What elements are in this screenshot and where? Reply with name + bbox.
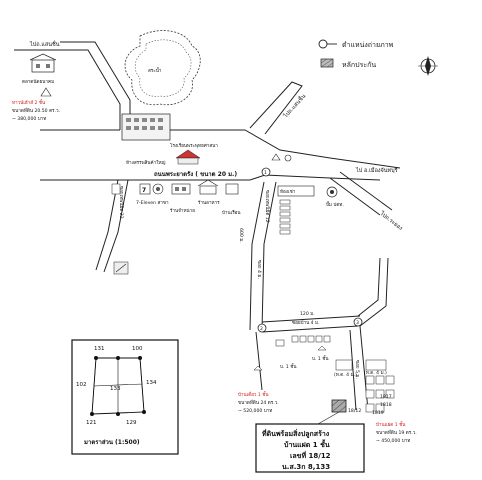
svg-text:ปั๊ม ปตท.: ปั๊ม ปตท.: [326, 201, 344, 208]
svg-text:1819: 1819: [372, 410, 384, 416]
svg-text:โรงเรียนพระพุทธศาสนา: โรงเรียนพระพุทธศาสนา: [170, 142, 218, 149]
main-road-label: ถนนพระยาตรัง ( ขนาด 20 ม.): [154, 170, 237, 178]
svg-text:ร้านจำหน่าย: ร้านจำหน่าย: [170, 208, 195, 214]
svg-text:1817: 1817: [380, 394, 392, 400]
svg-text:100: 100: [132, 346, 143, 352]
photo-point-2: 2: [257, 323, 267, 333]
svg-text:1: 1: [264, 170, 267, 176]
svg-text:~ 380,000 บาท: ~ 380,000 บาท: [12, 116, 46, 122]
comparable-right: บ้านแฝด 1 ชั้น ขนาดที่ดิน 19 ตร.ว. ~ 450…: [376, 421, 417, 444]
svg-text:~ 520,000 บาท: ~ 520,000 บาท: [238, 408, 272, 414]
svg-text:เลขที่ 18/12: เลขที่ 18/12: [290, 450, 331, 460]
svg-text:ทาวน์เฮ้าส์ 2 ชั้น: ทาวน์เฮ้าส์ 2 ชั้น: [12, 99, 46, 106]
flag-icon: [113, 261, 129, 275]
camera-icon: [318, 39, 328, 49]
warning-icon: [40, 87, 52, 97]
north-arrow-icon: [418, 56, 438, 76]
svg-text:7: 7: [142, 187, 146, 194]
legend-camera-label: ตำแหน่งถ่ายภาพ: [342, 41, 394, 49]
house-icon-right: บ. 1 ชั้น: [312, 345, 329, 362]
svg-text:18/12: 18/12: [348, 408, 361, 414]
svg-text:102: 102: [76, 382, 87, 388]
svg-text:134: 134: [146, 380, 157, 386]
legend-boundary-label: หลักประกัน: [342, 61, 376, 69]
svg-text:3: 3: [356, 320, 359, 326]
svg-text:น.ส.3ก 8,133: น.ส.3ก 8,133: [282, 463, 330, 471]
comparable-left-tag: ตลาดนัดธนาคม: [22, 78, 54, 85]
svg-text:บ. 1 ชั้น: บ. 1 ชั้น: [280, 363, 297, 370]
soi-lane-a-label: ซอย 4 ม.: [256, 260, 262, 279]
junction-icons: [271, 153, 292, 162]
pond-label: สระน้ำ: [148, 67, 162, 74]
road-label-mueang: ไป อ.เมืองจันทบุรี: [355, 167, 398, 174]
shops-row: 7 7-Eleven สาขา ร้านจำหน่าย ร้านอาหาร บ้…: [136, 179, 241, 216]
house-icon-left: บ. 1 ชั้น: [275, 339, 297, 370]
plot-label-a: (ท.ด. 4 ม.): [334, 372, 357, 378]
distance-label-b: 120 ม.: [300, 311, 315, 317]
svg-text:129: 129: [126, 420, 137, 426]
svg-text:133: 133: [110, 386, 121, 392]
photo-point-3: 3: [353, 317, 363, 327]
soi-lane-b-label: ซอยบ้าน 4 ม.: [292, 320, 320, 326]
svg-text:ขนาดที่ดิน 19 ตร.ว.: ขนาดที่ดิน 19 ตร.ว.: [376, 429, 417, 436]
plot-block: [335, 359, 395, 413]
lower-house-row: [291, 335, 331, 343]
svg-text:ร้านอาหาร: ร้านอาหาร: [198, 200, 220, 206]
comparable-left: ตลาดนัดธนาคม ทาวน์เฮ้าส์ 2 ชั้น ขนาดที่ด…: [12, 53, 60, 122]
svg-text:บ้านเรือน: บ้านเรือน: [222, 209, 241, 216]
svg-text:7-Eleven สาขา: 7-Eleven สาขา: [136, 200, 169, 206]
subject-box: ที่ดินพร้อมสิ่งปลูกสร้าง บ้านแฝด 1 ชั้น …: [255, 423, 365, 473]
svg-text:ห้างสรรพสินค้าใหญ่: ห้างสรรพสินค้าใหญ่: [126, 160, 165, 166]
svg-text:บ้านแฝด 1 ชั้น: บ้านแฝด 1 ชั้น: [376, 421, 406, 428]
school-building: ห้างสรรพสินค้าใหญ่: [121, 113, 171, 166]
svg-text:ขนาดที่ดิน 24 ตร.ว.: ขนาดที่ดิน 24 ตร.ว.: [238, 399, 279, 406]
road-label-top-left: ไปถ.แสนชื่น: [29, 40, 60, 48]
distance-label-a: 600 ม.: [238, 228, 244, 243]
temple-building: โรงเรียนพระพุทธศาสนา: [170, 142, 218, 165]
svg-text:บ้านแฝด 1 ชั้น: บ้านแฝด 1 ชั้น: [284, 438, 330, 449]
svg-text:ที่ดินพร้อมสิ่งปลูกสร้าง: ที่ดินพร้อมสิ่งปลูกสร้าง: [262, 428, 330, 439]
photo-point-1: 1: [261, 167, 271, 177]
soi-12-label: ซอยเทพนิมิต 12: [264, 190, 270, 223]
rental-rooms-block: ห้องเช่า: [277, 185, 315, 235]
gas-station-icon: ปั๊ม ปตท.: [326, 186, 344, 208]
svg-text:ขนาดที่ดิน 20.50 ตร.ว.: ขนาดที่ดิน 20.50 ตร.ว.: [12, 107, 60, 114]
legend: ตำแหน่งถ่ายภาพ หลักประกัน: [318, 39, 394, 69]
road-label-right-lower: ไปถ.ระยอง: [378, 209, 404, 232]
svg-text:ห้องเช่า: ห้องเช่า: [280, 189, 296, 195]
lane-5m-label: ซอย 5 ม.: [354, 360, 360, 379]
svg-text:121: 121: [86, 420, 97, 426]
soi-22-label: ซอยเทพนิมิต 22: [118, 186, 124, 219]
svg-text:มาตราส่วน (1:500): มาตราส่วน (1:500): [84, 439, 140, 446]
comparable-mid: บ้านเดี่ยว 1 ชั้น ขนาดที่ดิน 24 ตร.ว. ~ …: [238, 365, 279, 414]
plot-inset: 131 100 102 133 134 121 129 มาตราส่วน (1…: [71, 339, 179, 455]
svg-text:บ. 1 ชั้น: บ. 1 ชั้น: [312, 355, 329, 362]
subject-property-marker: [317, 399, 347, 425]
pond-outline: [124, 30, 201, 106]
svg-text:1818: 1818: [380, 402, 392, 408]
plot-label-b: (ท.ด. 4 ม.): [364, 370, 387, 376]
svg-text:131: 131: [94, 346, 105, 352]
svg-text:~ 450,000 บาท: ~ 450,000 บาท: [376, 438, 410, 444]
svg-text:บ้านเดี่ยว 1 ชั้น: บ้านเดี่ยว 1 ชั้น: [238, 391, 269, 398]
svg-text:2: 2: [260, 326, 263, 332]
